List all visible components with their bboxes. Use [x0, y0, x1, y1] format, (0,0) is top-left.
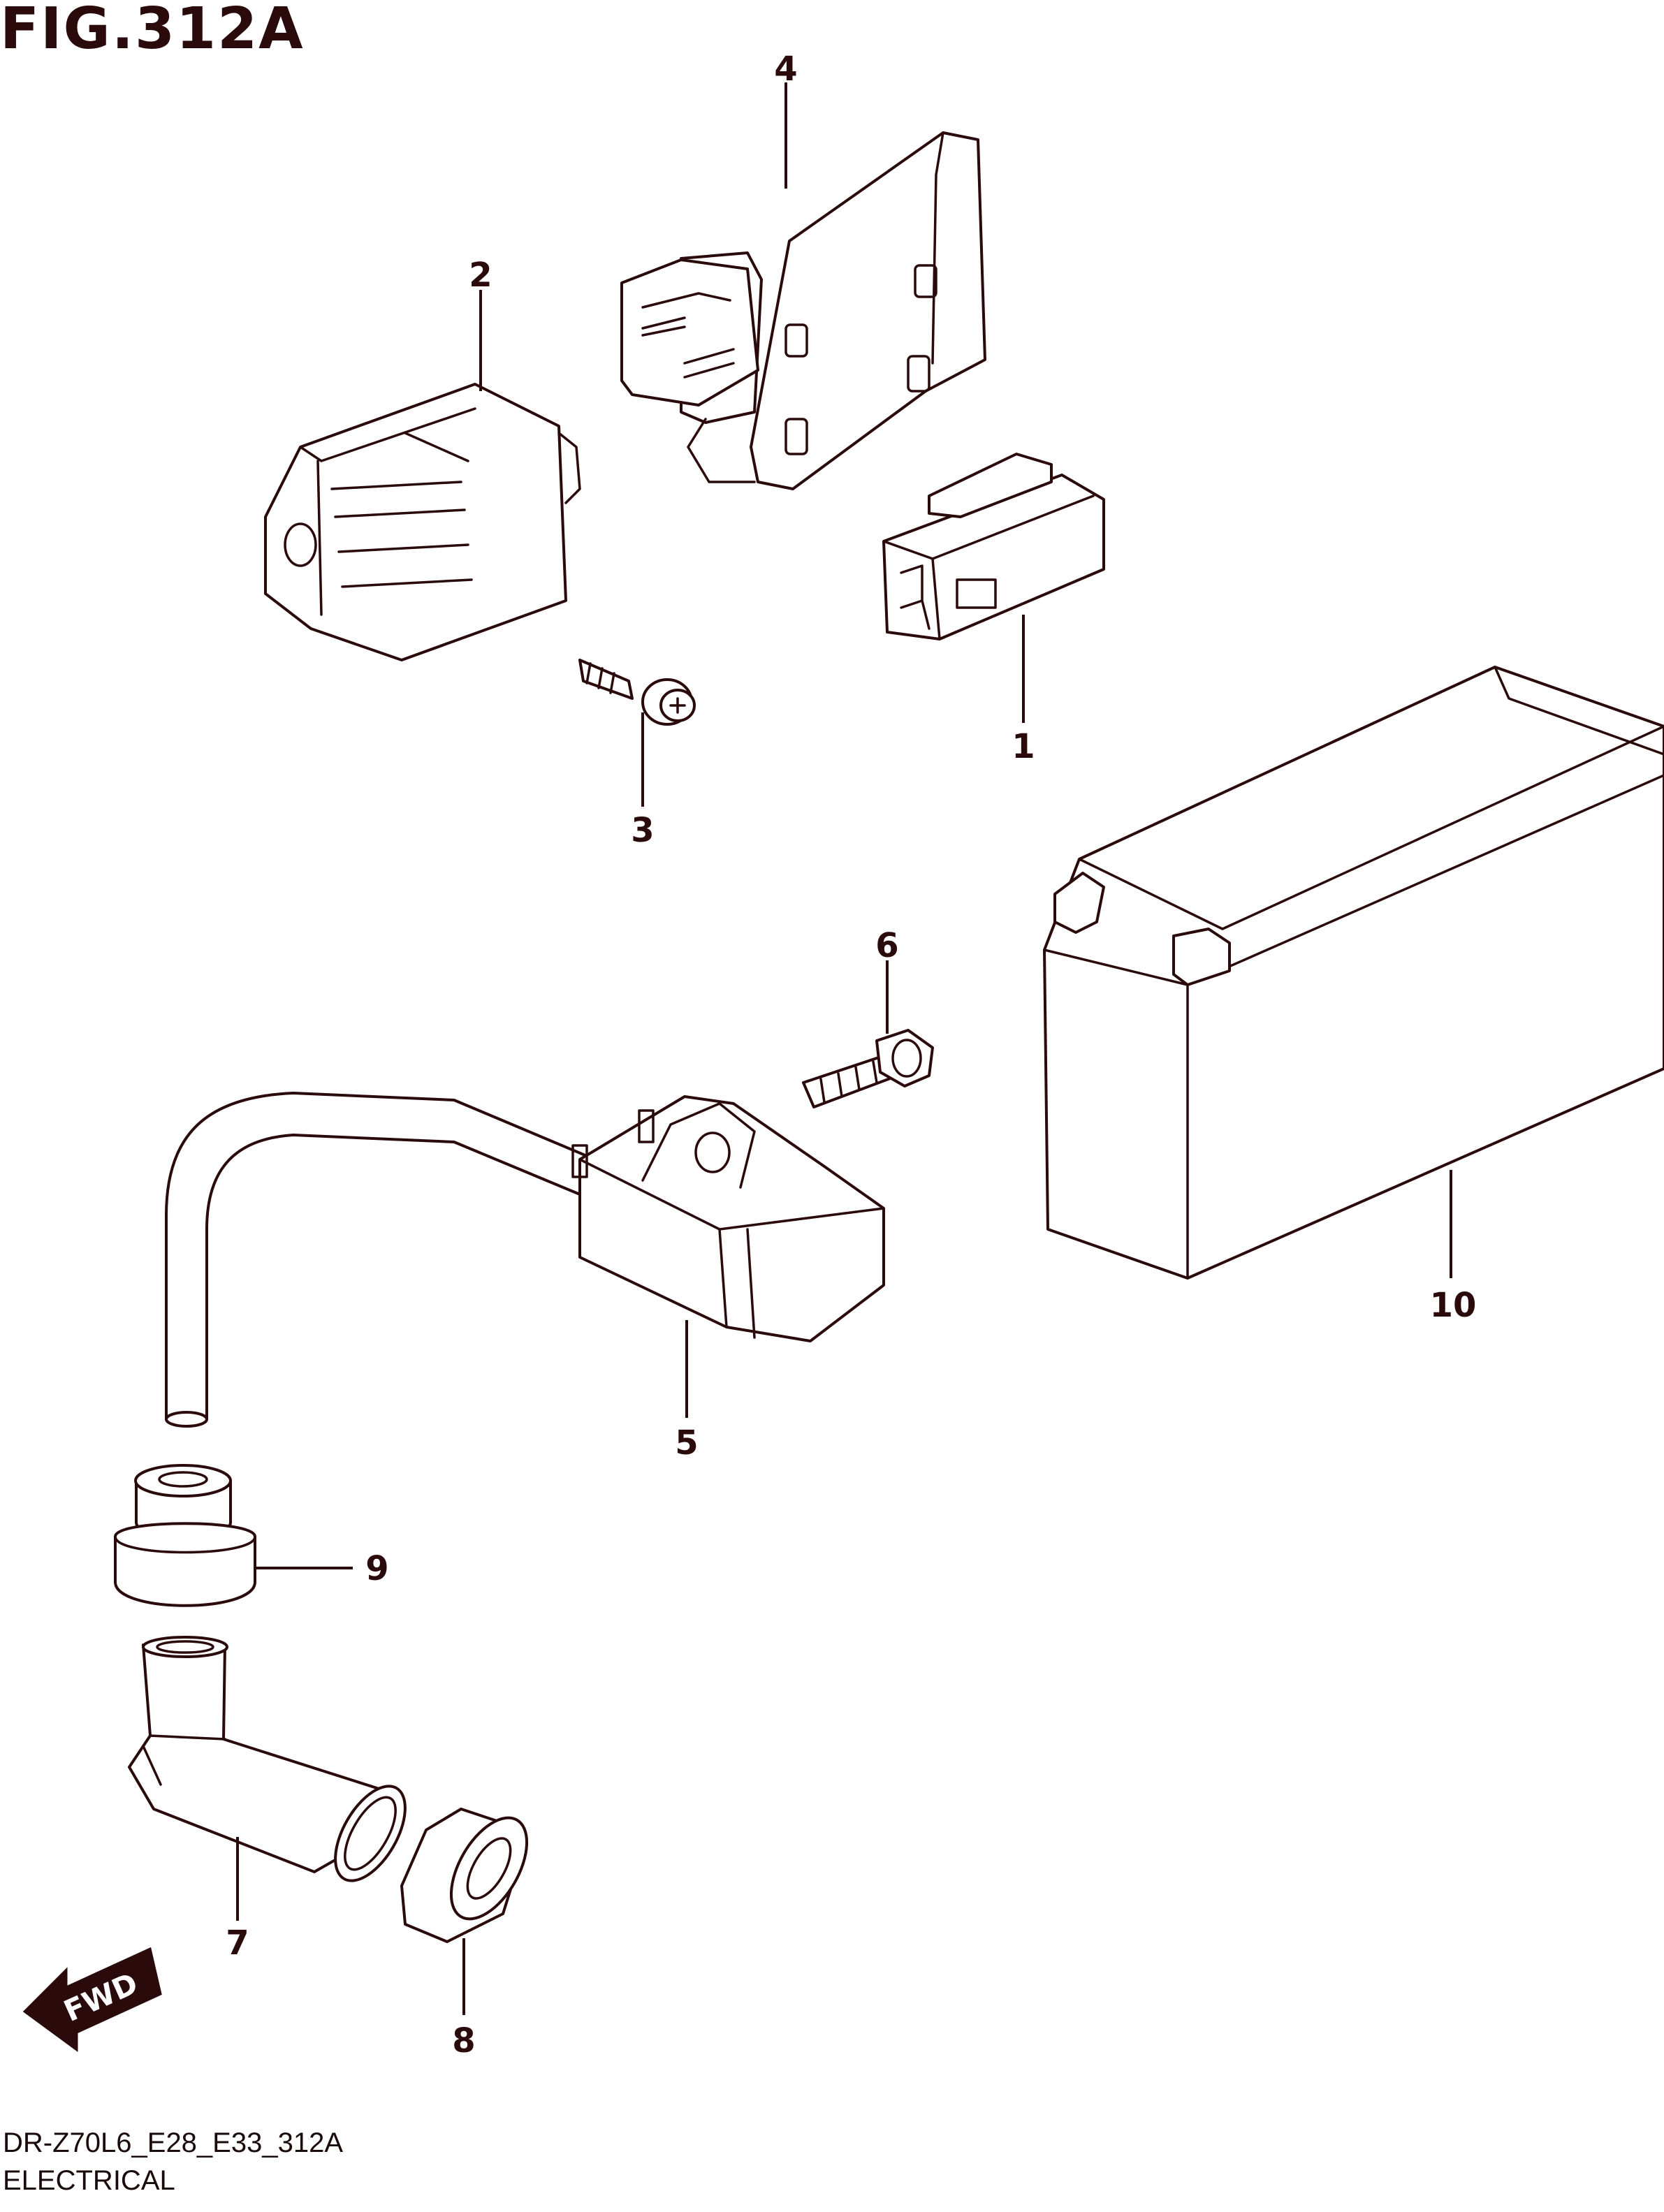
leader-lines	[236, 82, 1452, 2015]
part-2-regulator[interactable]	[264, 383, 581, 661]
part-5-ignition-coil[interactable]	[165, 1092, 885, 1428]
part-4-cdi-unit[interactable]	[620, 131, 986, 490]
callout-3: 3	[631, 811, 654, 850]
figure-code: DR-Z70L6_E28_E33_312A	[3, 2127, 344, 2158]
callout-2: 2	[469, 256, 492, 295]
callout-10: 10	[1430, 1286, 1477, 1325]
callout-4: 4	[774, 50, 797, 89]
callout-9: 9	[365, 1549, 388, 1588]
figure-name: ELECTRICAL	[3, 2165, 175, 2196]
figure-title: FIG.312A	[0, 0, 305, 62]
callout-5: 5	[675, 1423, 698, 1463]
part-1-coupler[interactable]	[882, 453, 1105, 640]
part-10-battery[interactable]	[1043, 666, 1664, 1280]
callout-1: 1	[1012, 727, 1035, 766]
part-9-grommet[interactable]	[114, 1464, 256, 1607]
callout-8: 8	[452, 2021, 475, 2060]
part-7-plug-cap[interactable]	[128, 1636, 419, 1892]
part-6-bolt[interactable]	[802, 1029, 934, 1108]
part-8-cover[interactable]	[400, 1806, 542, 1943]
fwd-arrow-icon: FWD	[22, 1947, 162, 2052]
callout-7: 7	[226, 1924, 249, 1963]
part-3-screw[interactable]	[578, 659, 696, 726]
callout-6: 6	[875, 926, 898, 965]
